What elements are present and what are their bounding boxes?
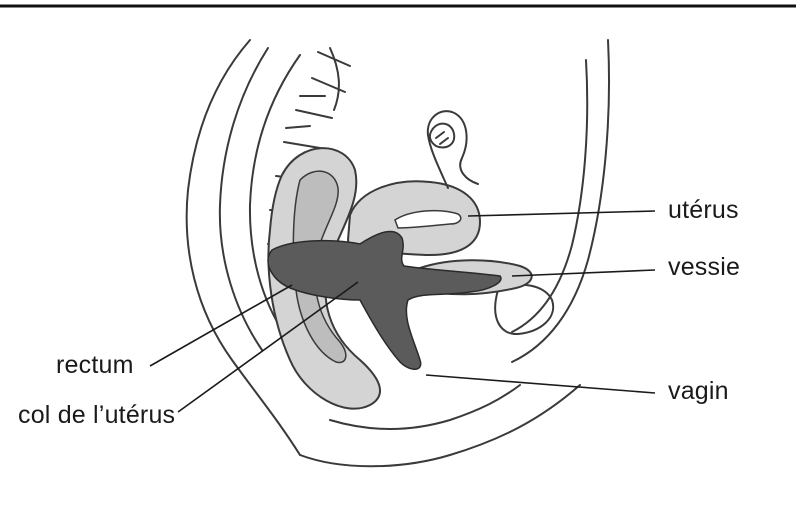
fallopian-tube <box>428 111 478 188</box>
pubis-outline <box>495 285 553 334</box>
label-uterus: utérus <box>668 198 739 223</box>
label-rectum: rectum <box>56 353 134 378</box>
vertebra-edge <box>286 48 339 128</box>
leader-rectum <box>150 285 292 366</box>
leader-uterus <box>468 211 655 216</box>
abdomen-outline <box>512 40 609 362</box>
label-vagin: vagin <box>668 379 729 404</box>
tube-detail <box>436 132 448 144</box>
label-vessie: vessie <box>668 255 740 280</box>
leader-vagin <box>426 375 655 393</box>
ovary <box>430 124 454 148</box>
label-col-uterus: col de l’utérus <box>18 403 175 428</box>
sacrum-outline <box>220 48 268 350</box>
